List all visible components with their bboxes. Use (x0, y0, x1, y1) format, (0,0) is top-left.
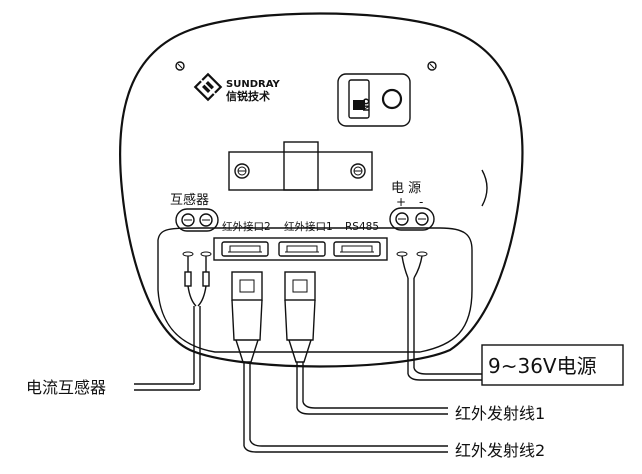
side-clip (481, 169, 488, 207)
port-block (213, 237, 388, 261)
power-supply-label: 9~36V电源 (488, 354, 597, 378)
device-recess (157, 227, 473, 353)
ir-emitter-1-label: 红外发射线1 (455, 404, 545, 423)
power-switch[interactable] (348, 79, 370, 119)
power-cable (396, 251, 482, 381)
switch-knob (353, 100, 365, 110)
ir-emitter-2-plug (231, 271, 448, 453)
power-port-label: 电 源 (391, 181, 421, 196)
switch-label: ON (361, 98, 370, 112)
ir-port-2-label: 红外接口2 (222, 220, 271, 233)
bracket-clip (283, 141, 319, 191)
device-body (119, 12, 524, 368)
ir-port-1[interactable] (278, 241, 326, 257)
brand-logo-en: SUNDRAY (226, 79, 280, 90)
ct-cable-label: 电流互感器 (26, 378, 106, 397)
ir-port-2[interactable] (221, 241, 269, 257)
rs485-port-label: RS485 (345, 221, 379, 233)
power-terminal (389, 207, 435, 231)
power-plus-label: + (396, 195, 406, 209)
ct-cable (134, 251, 212, 391)
rs485-port[interactable] (333, 241, 381, 257)
ct-port-label: 互感器 (170, 192, 209, 208)
power-terminal-screws (395, 212, 429, 226)
ir-port-1-label: 红外接口1 (284, 220, 333, 233)
ir-emitter-2-label: 红外发射线2 (455, 441, 545, 460)
bracket-screw-left (234, 163, 250, 179)
reset-button[interactable] (381, 88, 403, 110)
power-minus-label: - (419, 195, 423, 209)
switch-panel (337, 73, 411, 127)
power-supply-box (481, 344, 624, 386)
mount-screw-right (427, 61, 437, 71)
brand-logo-cn: 信锐技术 (226, 89, 270, 103)
mount-screw-left (175, 61, 185, 71)
brand-logo-icon (193, 72, 223, 102)
ir-emitter-1-plug (284, 271, 448, 415)
bracket-screw-right (350, 163, 366, 179)
ct-terminal-screws (181, 213, 213, 227)
ct-terminal (175, 208, 219, 232)
